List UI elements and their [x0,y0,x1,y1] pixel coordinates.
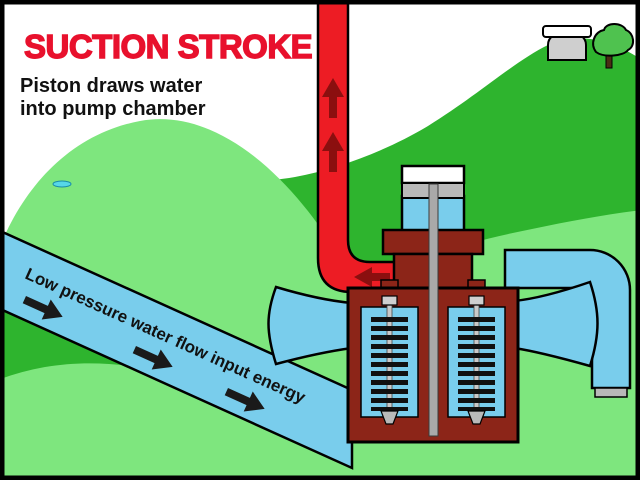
diagram-title: SUCTION STROKE [24,28,312,65]
outlet-pipe-end-cap [594,387,628,398]
tree [592,23,634,69]
foreground-grass-left [0,363,402,480]
hill-water-mark [52,180,72,188]
well-cap-lid [542,25,592,38]
input-flow-arrow-icon [132,346,173,370]
right-venturi-bell [512,280,599,368]
well-cap [542,25,592,61]
delivery-up-arrow-icon [322,78,344,118]
left-spring-coil [371,313,408,411]
left-stem-cap [381,295,398,306]
input-flow-arrow-icon [22,296,63,320]
piston-cap-top [400,164,466,185]
left-venturi-bell [267,285,354,366]
delivery-up-arrow-icon [322,132,344,172]
piston-rod [428,183,439,437]
elbow-left-arrow-icon [354,267,390,287]
right-stem-cap [468,295,485,306]
tree-canopy [592,23,634,57]
left-valve-poppet [380,410,399,425]
right-valve-poppet [467,410,486,425]
input-flow-arrow-icon [224,388,265,412]
diagram-subtitle-line2: into pump chamber [20,98,206,120]
right-spring-coil [458,313,495,411]
diagram-subtitle-line1: Piston draws water [20,75,202,97]
